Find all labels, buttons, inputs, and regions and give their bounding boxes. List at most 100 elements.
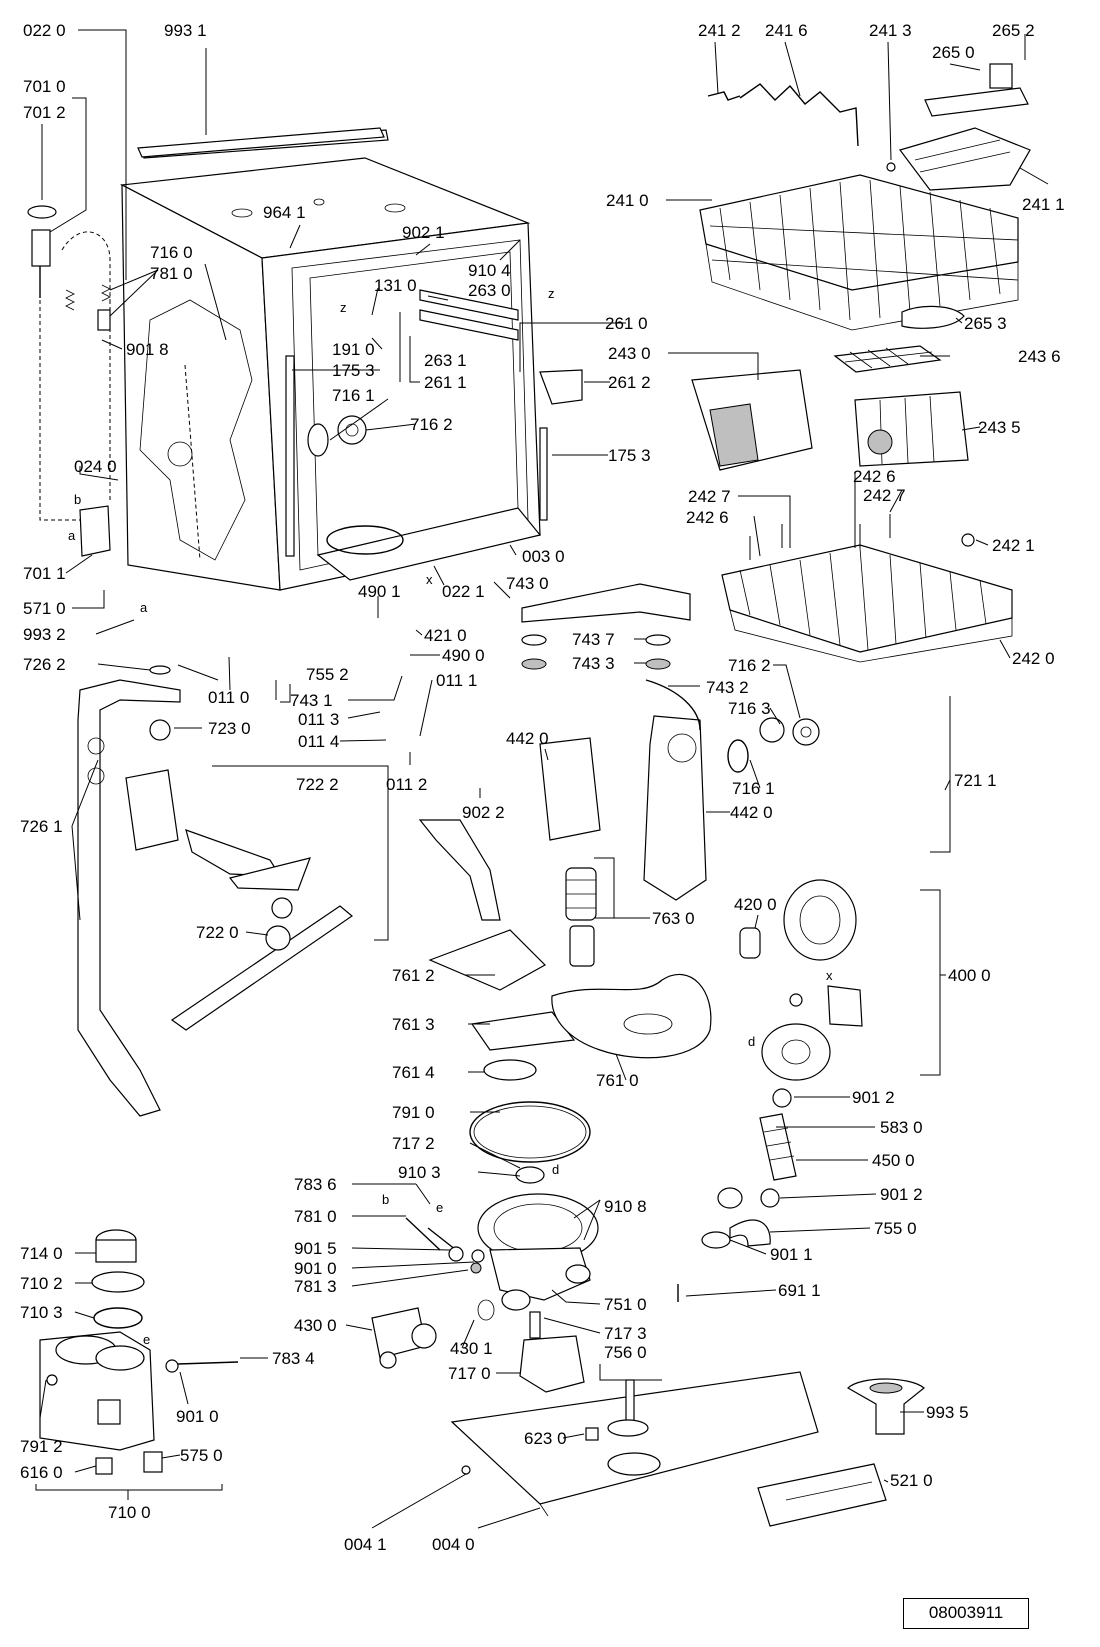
part-label: 241 2 (698, 21, 741, 40)
letter-marks: z z x b a a e b d d x e (68, 286, 833, 1347)
part-label: 575 0 (180, 1446, 223, 1465)
part-label: 242 7 (688, 487, 731, 506)
cutlery-baskets (691, 305, 969, 471)
part-label: 011 4 (298, 732, 339, 751)
part-label: 241 0 (606, 191, 649, 210)
part-label: 242 0 (1012, 649, 1055, 668)
part-label: 241 6 (765, 21, 808, 40)
part-label: 521 0 (890, 1471, 933, 1490)
part-label: 131 0 (374, 276, 417, 295)
part-label: 716 2 (410, 415, 453, 434)
part-label: 420 0 (734, 895, 777, 914)
part-label: 901 5 (294, 1239, 337, 1258)
water-inlet-hose (27, 205, 111, 557)
part-label: 241 3 (869, 21, 912, 40)
water-softener (39, 1229, 239, 1475)
part-label: 902 1 (402, 223, 445, 242)
part-label: 450 0 (872, 1151, 915, 1170)
part-label: 175 3 (332, 361, 375, 380)
part-label: 756 0 (604, 1343, 647, 1362)
part-label: 783 6 (294, 1175, 337, 1194)
part-label: 022 1 (442, 582, 485, 601)
part-label: 003 0 (522, 547, 565, 566)
part-label: 261 2 (608, 373, 651, 392)
part-label: 263 0 (468, 281, 511, 300)
part-label: 263 1 (424, 351, 467, 370)
part-label: 241 1 (1022, 195, 1065, 214)
part-label: 011 1 (436, 671, 477, 690)
part-label: 714 0 (20, 1244, 63, 1263)
part-label: 191 0 (332, 340, 375, 359)
part-label: 421 0 (424, 626, 467, 645)
part-label: 901 1 (770, 1245, 813, 1264)
mark-b1: b (74, 492, 81, 507)
part-label: 571 0 (23, 599, 66, 618)
part-label: 964 1 (263, 203, 306, 222)
part-label: 701 1 (23, 564, 66, 583)
lower-basket (721, 514, 1013, 663)
mark-a1: a (68, 528, 76, 543)
part-label: 761 2 (392, 966, 435, 985)
part-label: 011 3 (298, 710, 339, 729)
mark-a2: a (140, 600, 148, 615)
part-label: 717 2 (392, 1134, 435, 1153)
part-label: 743 3 (572, 654, 615, 673)
part-label: 701 2 (23, 103, 66, 122)
part-label: 261 0 (605, 314, 648, 333)
part-label: 242 6 (686, 508, 729, 527)
part-label: 743 7 (572, 630, 615, 649)
base-plate (450, 1371, 925, 1527)
part-label: 901 0 (176, 1407, 219, 1426)
part-label: 623 0 (524, 1429, 567, 1448)
part-label: 901 8 (126, 340, 169, 359)
part-label: 783 4 (272, 1349, 315, 1368)
mark-e1: e (436, 1200, 443, 1215)
part-label: 716 2 (728, 656, 771, 675)
part-label: 743 1 (290, 691, 333, 710)
part-label: 242 6 (853, 467, 896, 486)
part-label: 722 0 (196, 923, 239, 942)
part-label: 261 1 (424, 373, 467, 392)
upper-basket (699, 63, 1031, 331)
part-label: 743 0 (506, 574, 549, 593)
sump-assembly (371, 1101, 797, 1393)
part-label: 717 0 (448, 1364, 491, 1383)
part-label: 716 1 (732, 779, 775, 798)
part-label: 761 3 (392, 1015, 435, 1034)
part-label: 243 6 (1018, 347, 1061, 366)
part-label: 175 3 (608, 446, 651, 465)
part-label: 726 2 (23, 655, 66, 674)
part-label: 761 0 (596, 1071, 639, 1090)
part-label: 901 0 (294, 1259, 337, 1278)
part-label: 755 0 (874, 1219, 917, 1238)
part-label: 701 0 (23, 77, 66, 96)
mark-e2: e (143, 1332, 150, 1347)
part-label: 430 0 (294, 1316, 337, 1335)
part-label: 442 0 (730, 803, 773, 822)
mark-x1: x (426, 572, 433, 587)
part-label: 242 1 (992, 536, 1035, 555)
part-label: 024 0 (74, 457, 117, 476)
part-label: 265 0 (932, 43, 975, 62)
mark-d2: d (748, 1034, 755, 1049)
part-label: 243 5 (978, 418, 1021, 437)
part-label: 901 2 (852, 1088, 895, 1107)
part-label: 993 1 (164, 21, 207, 40)
part-label: 910 3 (398, 1163, 441, 1182)
part-label: 902 2 (462, 803, 505, 822)
part-label: 400 0 (948, 966, 991, 985)
part-label: 442 0 (506, 729, 549, 748)
part-label: 490 0 (442, 646, 485, 665)
part-label: 763 0 (652, 909, 695, 928)
drawing-number-box: 08003911 (903, 1598, 1029, 1629)
part-label: 022 0 (23, 21, 66, 40)
part-label: 430 1 (450, 1339, 493, 1358)
mark-b2: b (382, 1192, 389, 1207)
part-label: 710 2 (20, 1274, 63, 1293)
part-label: 265 2 (992, 21, 1035, 40)
part-label: 583 0 (880, 1118, 923, 1137)
mark-z1: z (340, 300, 347, 315)
part-label: 490 1 (358, 582, 401, 601)
part-label: 716 1 (332, 386, 375, 405)
wash-pump (739, 879, 863, 1108)
